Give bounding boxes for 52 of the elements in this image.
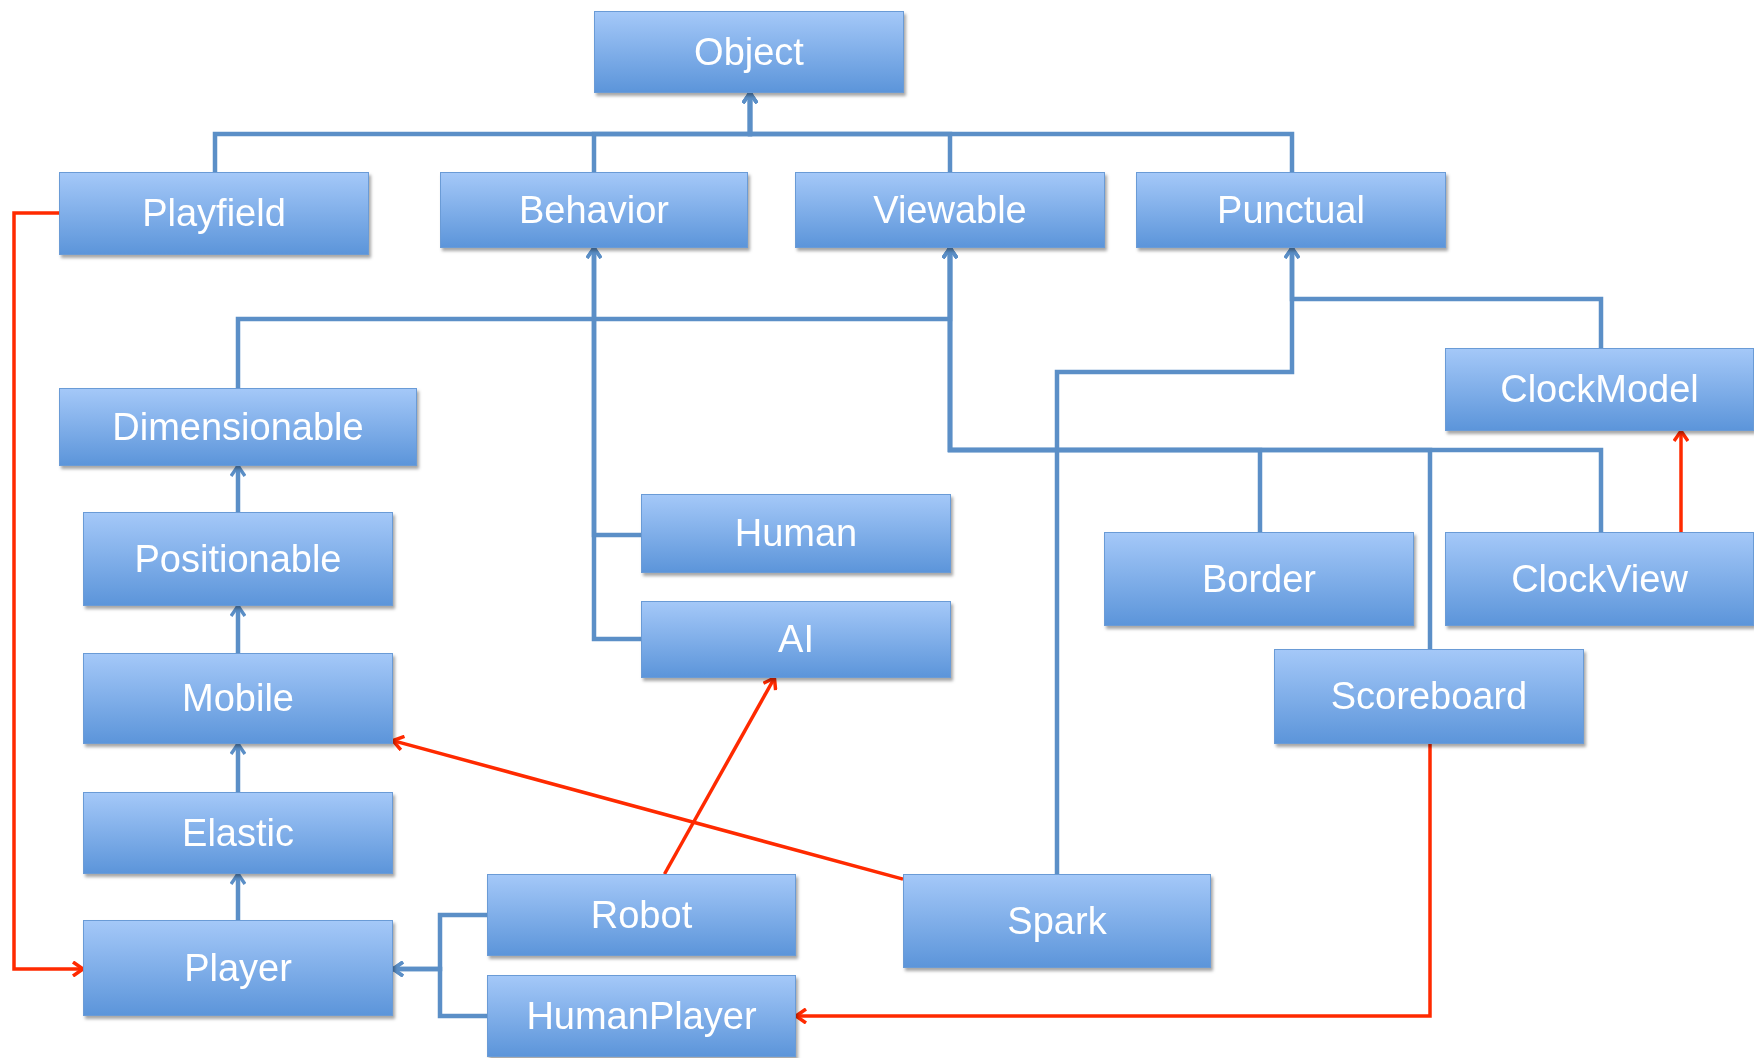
inheritance-arrow bbox=[1672, 429, 1690, 532]
class-name: Punctual bbox=[1217, 188, 1365, 232]
class-box bbox=[641, 494, 951, 573]
inheritance-arrow bbox=[229, 604, 247, 653]
class-box bbox=[1445, 348, 1754, 431]
class-name: AI bbox=[778, 618, 814, 661]
class-name: ClockModel bbox=[1500, 368, 1699, 411]
inheritance-arrow bbox=[229, 872, 247, 920]
class-name: Positionable bbox=[134, 537, 342, 581]
class-box bbox=[83, 653, 393, 744]
class-box bbox=[83, 512, 393, 606]
class-name: Human bbox=[734, 512, 858, 555]
class-box bbox=[594, 11, 904, 93]
class-name: Behavior bbox=[519, 188, 669, 232]
inheritance-arrow bbox=[941, 246, 1433, 649]
class-name: Dimensionable bbox=[112, 405, 364, 449]
class-name: Robot bbox=[590, 893, 693, 937]
class-box bbox=[487, 975, 796, 1057]
class-box bbox=[440, 172, 748, 248]
class-box bbox=[641, 601, 951, 678]
class-box bbox=[795, 172, 1105, 248]
inheritance-arrow bbox=[391, 734, 904, 881]
class-name: Border bbox=[1201, 557, 1317, 601]
class-name: HumanPlayer bbox=[526, 994, 757, 1038]
inheritance-arrow bbox=[229, 742, 247, 792]
class-box bbox=[1274, 649, 1584, 744]
class-box bbox=[1445, 532, 1754, 626]
inheritance-arrow bbox=[229, 464, 247, 512]
inheritance-arrow bbox=[391, 960, 487, 1019]
inheritance-arrow bbox=[1283, 246, 1604, 348]
class-box bbox=[1136, 172, 1446, 248]
class-box bbox=[1104, 532, 1414, 626]
class-name: Playfield bbox=[142, 192, 286, 235]
class-box bbox=[59, 388, 417, 466]
class-box bbox=[83, 920, 393, 1016]
inheritance-arrow bbox=[794, 744, 1432, 1025]
inheritance-arrow bbox=[585, 246, 641, 642]
class-box bbox=[83, 792, 393, 874]
inheritance-arrow bbox=[12, 211, 85, 978]
class-box bbox=[487, 874, 796, 956]
class-name: Player bbox=[184, 946, 292, 990]
class-box bbox=[903, 874, 1211, 968]
class-name: Viewable bbox=[873, 188, 1027, 232]
class-name: Mobile bbox=[182, 677, 294, 720]
inheritance-arrow bbox=[741, 91, 1295, 172]
class-name: Scoreboard bbox=[1330, 675, 1528, 718]
class-name: Spark bbox=[1007, 899, 1107, 943]
inheritance-arrow bbox=[662, 676, 778, 875]
class-box bbox=[59, 172, 369, 255]
class-name: ClockView bbox=[1511, 557, 1688, 601]
class-name: Object bbox=[694, 30, 804, 74]
class-name: Elastic bbox=[182, 811, 294, 855]
